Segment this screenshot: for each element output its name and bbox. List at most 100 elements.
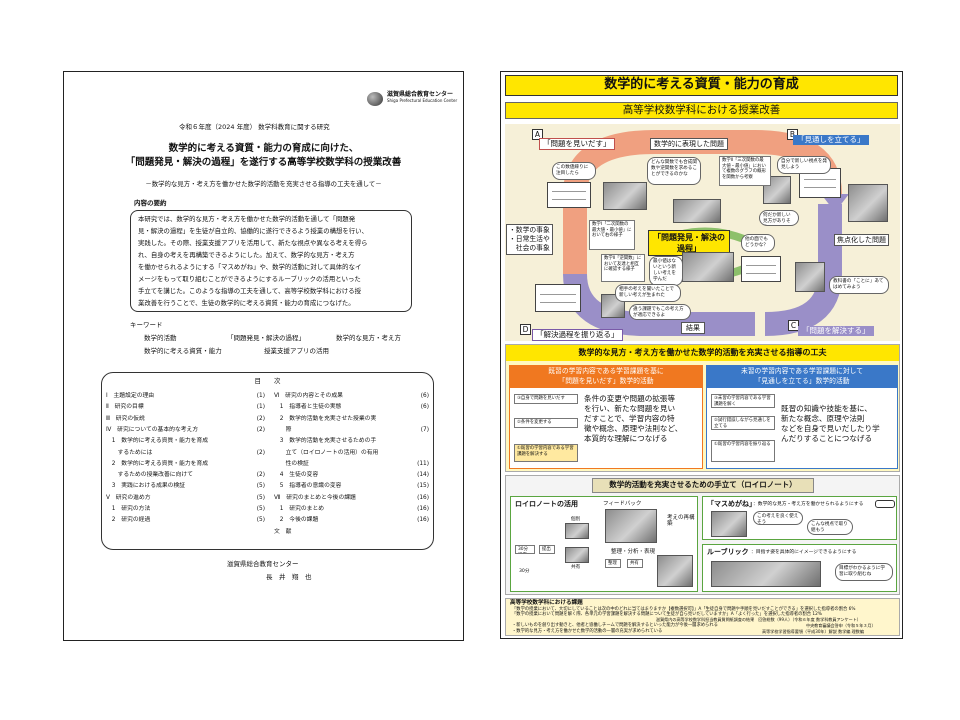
issue-bottom-right-2: 高等学校学習指導要領（平成30年）解説 数学編 理数編 bbox=[762, 629, 864, 634]
summary-box-outline bbox=[130, 210, 412, 312]
class-photo-3 bbox=[673, 199, 721, 223]
student-work-1 bbox=[565, 523, 589, 539]
toc-entry: Ⅵ 研究の内容とその成果 bbox=[274, 393, 343, 399]
toc-page-number: (1) bbox=[256, 404, 265, 411]
issues-title: 高等学校数学科における課題 bbox=[510, 600, 583, 606]
worksheet-1 bbox=[547, 182, 591, 208]
step-a-letter: A bbox=[532, 129, 543, 140]
student-photo bbox=[657, 555, 693, 587]
student-bubble: 違う課題でもこの考え方が適応できるよ bbox=[629, 304, 691, 320]
reconstruct-label: 考えの再構築 bbox=[667, 515, 695, 527]
research-poster: 数学的に考える資質・能力の育成 高等学校数学科における授業改善 A 「問題を見い… bbox=[500, 71, 903, 639]
feedback-label: フィードバック bbox=[603, 501, 642, 507]
table-of-contents: 目 次 Ⅰ 主題設定の理由(1)Ⅱ 研究の目標(1)Ⅲ 研究の仮説(2)Ⅳ 研究… bbox=[101, 372, 434, 550]
toc-page-number: (2) bbox=[256, 449, 265, 456]
issues-section: 高等学校数学科における課題 「数学の授業において、大切にしていることは次の中のど… bbox=[505, 598, 900, 636]
problem-solving-cycle: A 「問題を見いだす」 数学的に表現した問題 B 「見通しを立てる」 焦点化した… bbox=[505, 124, 900, 341]
issue-line: 「数学の授業において問題を解く際、各単元の学習課題を解決する問題について生徒が自… bbox=[512, 612, 822, 617]
approach-body-line: を行い、新たな問題を見い bbox=[584, 404, 676, 413]
approach-b-step-3: ③未習の学習内容である学習課題を解く bbox=[711, 394, 775, 408]
center-label-line-2: 過程」 bbox=[677, 244, 701, 253]
step-d-letter: D bbox=[520, 324, 531, 335]
masu-label: 「マスめがね」 bbox=[707, 500, 756, 508]
rubric-bubble: 目標がわかるように学習に取り組むね bbox=[835, 563, 893, 581]
toc-entry: 立て（ロイロノートの活用）の有用 bbox=[274, 449, 379, 456]
flow-step: 共有 bbox=[627, 559, 643, 568]
class-photo-7 bbox=[848, 184, 888, 222]
toc-page-number: (5) bbox=[256, 506, 265, 512]
activity-note: 数学Ⅱ「逆関数」において友達と相互に確認する様子 bbox=[601, 254, 645, 282]
approach-a-head-2: 「問題を見いだす」数学的活動 bbox=[558, 377, 654, 385]
poster-title: 数学的に考える資質・能力の育成 bbox=[505, 75, 898, 96]
approach-body-line: 本質的な理解につなげる bbox=[584, 434, 668, 443]
toc-page-number: (2) bbox=[256, 472, 265, 479]
rubric-panel: ルーブリック ：目指す姿を具体的にイメージできるようにする 目標がわかるように学… bbox=[702, 544, 897, 592]
approach-a-step-2: ②条件を変更する bbox=[514, 418, 578, 428]
toc-page-number: (1) bbox=[256, 393, 265, 399]
approach-body-line: 新たな概念、原理や法則 bbox=[781, 414, 865, 423]
feedback-screen bbox=[605, 509, 657, 543]
rubric-label: ルーブリック bbox=[707, 548, 749, 556]
approach-body-line: 徴や概念、原理や法則など、 bbox=[584, 424, 683, 433]
summary-line: メージをもって取り組むことができるようにするルーブリックの活用といった bbox=[138, 275, 361, 283]
individual-label: 個別 bbox=[571, 517, 581, 522]
report-title-line-2: 「問題発見・解決の過程」を遂行する高等学校数学科の授業改善 bbox=[125, 157, 402, 168]
student-bubble: どんな関数でも合成関数や逆関数を求めることができるのかな bbox=[647, 157, 701, 185]
toc-entry: 際 bbox=[274, 426, 292, 433]
toc-entry: 性の検証 bbox=[274, 460, 309, 467]
toc-entry: Ⅱ 研究の目標 bbox=[106, 404, 144, 411]
approach-b-body: 既習の知識や技能を基に、新たな概念、原理や法則などを自身で見いだしたり学んだりす… bbox=[781, 404, 899, 444]
issue-line: 「数学の授業において、大切にしていることは次の中のどれに当てはまりますか【複数選… bbox=[512, 607, 856, 612]
toc-entry: 1 数学的に考える資質・能力を育成 bbox=[106, 438, 209, 445]
summary-line: 業改善を行うことで、生徒の数学的に考える資質・能力の育成につなげた。 bbox=[138, 299, 355, 307]
summary-line: れ、自身の考えを再構築できるようにした。加えて、数学的な見方・考え方 bbox=[138, 251, 355, 259]
world-line-2: ・日常生活や bbox=[509, 235, 550, 243]
toc-page-number: (7) bbox=[420, 426, 429, 433]
approach-b-header: 未習の学習内容である学習課題に対して 「見通しを立てる」数学的活動 bbox=[707, 366, 897, 388]
class-photo-6 bbox=[795, 262, 825, 292]
toc-page-number: (11) bbox=[417, 460, 429, 467]
student-bubble: 他の面でもどうかな？ bbox=[741, 234, 775, 252]
class-photo-1 bbox=[603, 182, 647, 210]
approach-b-head-2: 「見通しを立てる」数学的活動 bbox=[754, 377, 850, 385]
summary-line: 本研究では、数学的な見方・考え方を働かせた数学的活動を通して「問題発 bbox=[138, 215, 356, 223]
center-logo: 滋賀県総合教育センター Shiga Prefectural Education … bbox=[367, 92, 457, 108]
class-photo-4 bbox=[682, 252, 734, 282]
toc-page-number: (2) bbox=[256, 415, 265, 422]
student-work-2 bbox=[565, 547, 589, 563]
logo-name-en: Shiga Prefectural Education Center bbox=[387, 98, 458, 103]
summary-line: 見・解決の過程」を生徒が自立的、協働的に遂行できるよう授業の構想を行い、 bbox=[138, 227, 368, 235]
summary-line: を働かせられるようにする「マスめがね」や、数学的活動に対して具体的なイ bbox=[138, 263, 362, 271]
report-title-line-1: 数学的に考える資質・能力の育成に向けた、 bbox=[168, 143, 359, 154]
focused-problem-label: 焦点化した問題 bbox=[834, 234, 889, 246]
keyword-4: 数学的に考える資質・能力 bbox=[144, 347, 222, 355]
toc-entry: 2 研究の経過 bbox=[106, 517, 151, 524]
toc-entry: 4 生徒の変容 bbox=[274, 472, 319, 479]
roilo-label: ロイロノートの活用 bbox=[515, 500, 578, 508]
toc-entry: Ⅲ 研究の仮説 bbox=[106, 415, 145, 422]
result-label: 結果 bbox=[681, 322, 705, 334]
logo-name: 滋賀県総合教育センター bbox=[387, 91, 454, 98]
activity-note: 数学Ⅰ「二次関数の最大値・最小値」において右の様子 bbox=[589, 220, 635, 250]
flow-step: 30分 bbox=[519, 569, 530, 574]
approach-b-panel: 未習の学習内容である学習課題に対して 「見通しを立てる」数学的活動 既習の知識や… bbox=[706, 365, 898, 469]
keyword-3: 数学的な見方・考え方 bbox=[336, 334, 401, 342]
world-line-3: 社会の事象 bbox=[509, 244, 550, 252]
masu-card bbox=[711, 511, 747, 537]
masu-megane-panel: 「マスめがね」 ：数学的な見方・考え方を働かせられるようにする この考えを良く使… bbox=[702, 496, 897, 540]
issue-line: 滋賀県内の高等学校数学科担当教員質問紙調査の結果 回答総数（99人）（令和６年度… bbox=[656, 617, 861, 622]
step-d-label: 「解決過程を振り返る」 bbox=[532, 329, 623, 341]
approach-a-step-1: ①既習の学習内容である学習課題を解決する bbox=[514, 444, 578, 462]
toc-entry: 2 数学的に考える資質・能力を育成 bbox=[106, 460, 209, 467]
approach-b-step-1: ①既習の学習内容を振り返る bbox=[711, 440, 775, 462]
report-header-line: 令和６年度（2024 年度） 数学科教育に関する研究 bbox=[179, 123, 330, 131]
toc-entry: 2 数学的活動を充実させた授業の実 bbox=[274, 415, 377, 422]
roilo-note-panel: ロイロノートの活用 フィードバック 考えの再構築 整理・分析・表現 個別 共有 … bbox=[510, 496, 698, 592]
masu-bubble-2: こんな視点で取り組もう bbox=[807, 519, 853, 535]
keyword-1: 数学的活動 bbox=[144, 334, 177, 342]
cycle-center-label: 「問題発見・解決の 過程」 bbox=[648, 230, 730, 256]
report-subtitle: －数学的な見方・考え方を働かせた数学的活動を充実させる指導の工夫を通して－ bbox=[145, 180, 382, 188]
keywords-heading: キーワード bbox=[130, 321, 163, 329]
center-label-line-1: 「問題発見・解決の bbox=[653, 233, 725, 242]
toc-entry: 5 指導者の意識の変容 bbox=[274, 483, 342, 490]
